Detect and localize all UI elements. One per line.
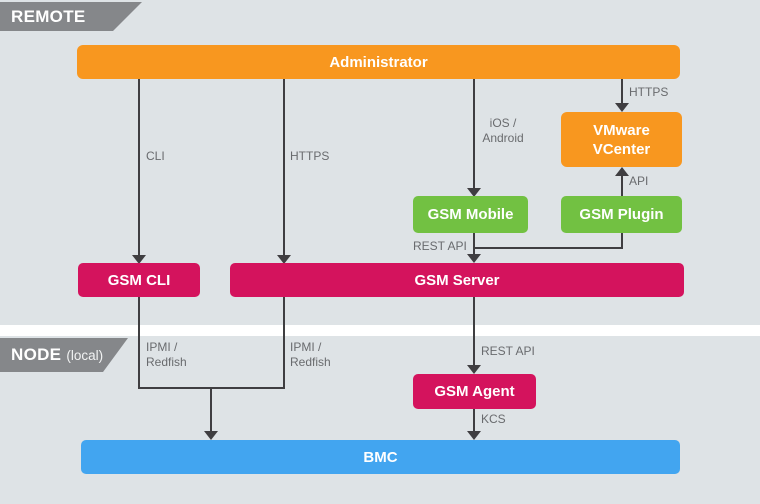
vmware-vcenter-box-label: VMware VCenter bbox=[593, 121, 651, 159]
edge-rest-api-top-line bbox=[473, 233, 475, 254]
edge-https-left-line bbox=[283, 79, 285, 255]
bmc-box-label: BMC bbox=[363, 448, 398, 466]
gsm-server-box-label: GSM Server bbox=[414, 271, 500, 289]
edge-label-ipmi-redfish-right: IPMI / Redfish bbox=[290, 340, 331, 370]
edge-ipmi-right-line bbox=[283, 297, 285, 389]
edge-rest-api-top-arrowhead bbox=[467, 254, 481, 263]
edge-label-https-left: HTTPS bbox=[290, 149, 330, 163]
remote-section-tab: REMOTE bbox=[0, 2, 142, 31]
gsm-cli-box-label: GSM CLI bbox=[107, 271, 171, 289]
edge-label-rest-api-bottom: REST API bbox=[481, 344, 535, 358]
edge-ipmi-left-line bbox=[138, 297, 140, 389]
edge-rest-api-top-connector bbox=[473, 247, 623, 249]
edge-label-rest-api-top: REST API bbox=[413, 239, 467, 253]
edge-label-ipmi-redfish-left: IPMI / Redfish bbox=[146, 340, 187, 370]
edge-label-api: API bbox=[629, 174, 649, 188]
vmware-vcenter-line2: VCenter bbox=[592, 140, 651, 158]
edge-rest-api-bottom-line bbox=[473, 297, 475, 365]
edge-api-arrowhead bbox=[615, 167, 629, 176]
gsm-agent-box: GSM Agent bbox=[413, 374, 536, 409]
gsm-agent-box-label: GSM Agent bbox=[434, 383, 515, 400]
edge-api-line bbox=[621, 176, 623, 196]
gsm-cli-box: GSM CLI bbox=[78, 263, 200, 297]
gsm-plugin-box-label: GSM Plugin bbox=[579, 206, 664, 223]
edge-label-cli: CLI bbox=[146, 149, 165, 163]
gsm-server-box: GSM Server bbox=[230, 263, 684, 297]
edge-label-ipmi-left-line1: IPMI / bbox=[146, 340, 178, 354]
edge-label-ipmi-right-line2: Redfish bbox=[290, 355, 331, 369]
edge-plugin-down-line bbox=[621, 233, 623, 249]
edge-label-ipmi-right-line1: IPMI / bbox=[290, 340, 322, 354]
vmware-vcenter-box: VMware VCenter bbox=[561, 112, 682, 167]
edge-ipmi-arrowhead bbox=[204, 431, 218, 440]
edge-label-ios-android: iOS / Android bbox=[476, 116, 530, 146]
edge-label-ipmi-left-line2: Redfish bbox=[146, 355, 187, 369]
edge-kcs-arrowhead bbox=[467, 431, 481, 440]
edge-label-kcs: KCS bbox=[481, 412, 506, 426]
edge-https-right-arrowhead bbox=[615, 103, 629, 112]
edge-label-ios-android-line1: iOS / bbox=[489, 116, 517, 130]
gsm-mobile-box: GSM Mobile bbox=[413, 196, 528, 233]
remote-section-label: REMOTE bbox=[11, 6, 86, 26]
edge-cli-line bbox=[138, 79, 140, 255]
node-section-tab: NODE (local) bbox=[0, 338, 128, 372]
edge-label-ios-android-line2: Android bbox=[482, 131, 524, 145]
edge-https-left-arrowhead bbox=[277, 255, 291, 264]
administrator-box-label: Administrator bbox=[329, 53, 428, 71]
edge-label-https-right: HTTPS bbox=[629, 85, 669, 99]
bmc-box: BMC bbox=[81, 440, 680, 474]
edge-ipmi-merged-line bbox=[210, 387, 212, 431]
edge-https-right-line bbox=[621, 79, 623, 104]
node-section-label: NODE bbox=[11, 345, 62, 364]
edge-cli-arrowhead bbox=[132, 255, 146, 264]
edge-ios-android-arrowhead bbox=[467, 188, 481, 197]
section-divider-band bbox=[0, 325, 760, 336]
vmware-vcenter-line1: VMware bbox=[593, 121, 650, 139]
node-section-sublabel: (local) bbox=[66, 347, 104, 363]
gsm-mobile-box-label: GSM Mobile bbox=[427, 206, 514, 223]
edge-rest-api-bottom-arrowhead bbox=[467, 365, 481, 374]
gsm-plugin-box: GSM Plugin bbox=[561, 196, 682, 233]
edge-kcs-line bbox=[473, 409, 475, 431]
administrator-box: Administrator bbox=[77, 45, 680, 79]
edge-ios-android-line bbox=[473, 79, 475, 188]
